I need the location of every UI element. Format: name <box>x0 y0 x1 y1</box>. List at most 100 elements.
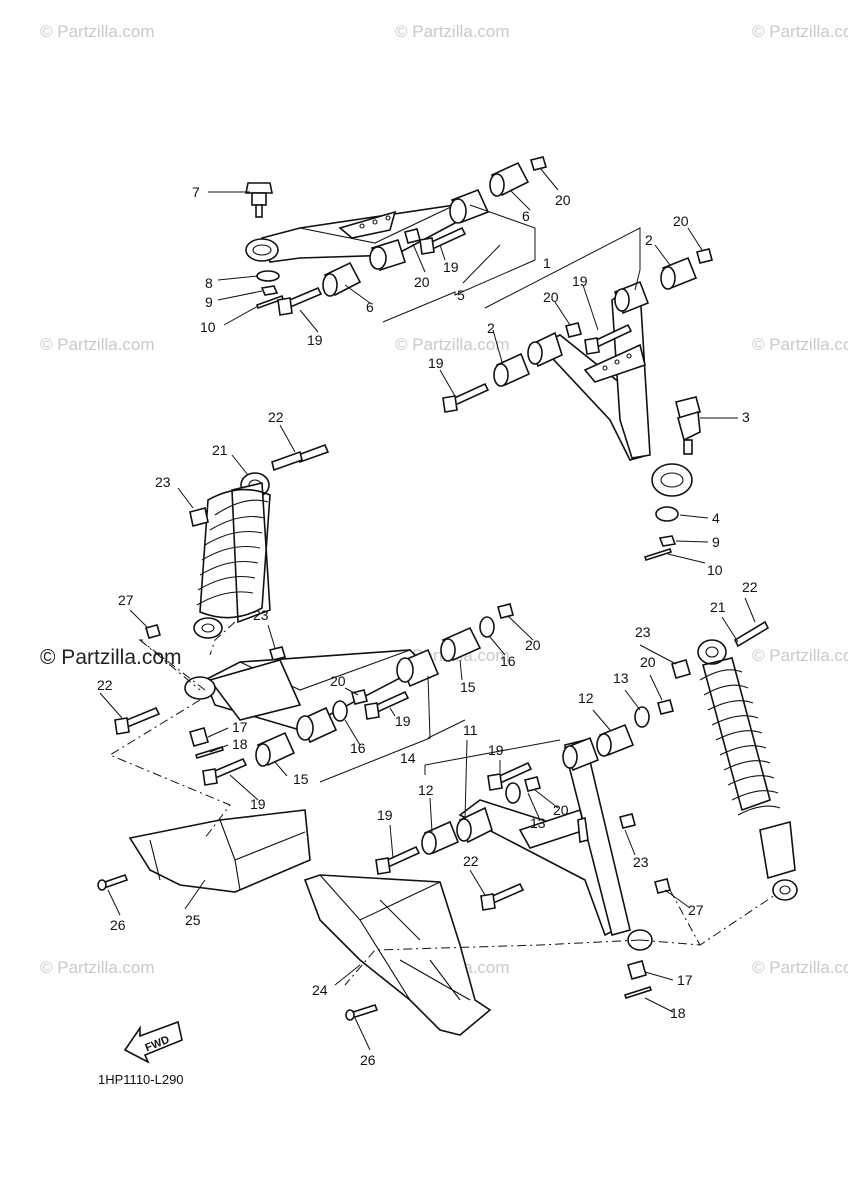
nut-23 <box>619 813 636 829</box>
callout-9: 9 <box>205 294 213 310</box>
callout-22: 22 <box>463 853 479 869</box>
fwd-arrow-icon: FWD <box>123 1020 183 1064</box>
cotter-pin-10 <box>643 547 673 562</box>
callout-7: 7 <box>192 184 200 200</box>
callout-20: 20 <box>555 192 571 208</box>
callout-26: 26 <box>110 917 126 933</box>
callout-22: 22 <box>268 409 284 425</box>
guard-24 <box>303 874 492 1036</box>
nut-20 <box>404 228 421 244</box>
nut-20 <box>565 322 582 338</box>
callout-19: 19 <box>377 807 393 823</box>
callout-20: 20 <box>525 637 541 653</box>
callout-20: 20 <box>543 289 559 305</box>
callout-10: 10 <box>200 319 216 335</box>
callout-19: 19 <box>572 273 588 289</box>
watermark: © Partzilla.com <box>752 335 848 354</box>
watermark: © Partzilla.com <box>395 335 510 354</box>
bushing-6-front <box>322 261 362 297</box>
callout-25: 25 <box>185 912 201 928</box>
callout-15: 15 <box>293 771 309 787</box>
callout-1: 1 <box>543 255 551 271</box>
callout-2: 2 <box>645 232 653 248</box>
ball-joint-lower-right <box>675 396 701 455</box>
bolt-22 <box>733 620 770 648</box>
nut-20 <box>497 603 514 619</box>
callout-23: 23 <box>635 624 651 640</box>
watermark: © Partzilla.com <box>752 646 848 665</box>
callout-3: 3 <box>742 409 750 425</box>
callout-19: 19 <box>395 713 411 729</box>
callout-2: 2 <box>487 320 495 336</box>
watermark: © Partzilla.com <box>395 22 510 41</box>
callout-15: 15 <box>460 679 476 695</box>
ball-joint-upper-left <box>245 182 273 218</box>
callout-18: 18 <box>232 736 248 752</box>
callout-23: 23 <box>155 474 171 490</box>
nut-20 <box>696 248 713 264</box>
callout-11: 11 <box>463 722 478 738</box>
nut-20 <box>524 776 541 792</box>
nut-20 <box>657 699 674 715</box>
callout-19: 19 <box>307 332 323 348</box>
bushing-15-front <box>255 731 296 767</box>
callout-6: 6 <box>366 299 374 315</box>
diagram-code: 1HP1110-L290 <box>98 1072 184 1087</box>
bushing-2-front <box>493 352 531 387</box>
callout-27: 27 <box>118 592 134 608</box>
callout-20: 20 <box>330 673 346 689</box>
leader-lines <box>99 167 756 1051</box>
watermark: © Partzilla.com <box>40 646 182 669</box>
callout-20: 20 <box>414 274 430 290</box>
callout-6: 6 <box>522 208 530 224</box>
nut-9 <box>260 285 279 296</box>
callout-19: 19 <box>250 796 266 812</box>
cotter-pin-18 <box>623 985 653 1000</box>
watermark: © Partzilla.com <box>40 335 155 354</box>
watermark: © Partzilla.com <box>752 958 848 977</box>
washer-16 <box>479 616 495 638</box>
callout-19: 19 <box>488 742 504 758</box>
callout-13: 13 <box>613 670 629 686</box>
nut-9 <box>658 535 677 547</box>
callout-18: 18 <box>670 1005 686 1021</box>
shock-absorber-left <box>193 472 271 639</box>
callout-20: 20 <box>640 654 656 670</box>
lower-arm-assembly-right <box>527 280 693 497</box>
callout-16: 16 <box>350 740 366 756</box>
callout-23: 23 <box>253 607 269 623</box>
washer-13 <box>634 706 650 728</box>
bushing-2-rear <box>660 256 698 290</box>
callout-13: 13 <box>530 815 546 831</box>
nut-23 <box>268 646 287 661</box>
nut-23 <box>189 507 209 527</box>
callout-8: 8 <box>205 275 213 291</box>
callout-20: 20 <box>673 213 689 229</box>
callout-17: 17 <box>232 719 248 735</box>
callout-23: 23 <box>633 854 649 870</box>
callout-22: 22 <box>97 677 113 693</box>
callout-9: 9 <box>712 534 720 550</box>
bushing-12-front <box>421 820 460 855</box>
washer-8 <box>256 270 280 282</box>
callout-20: 20 <box>553 802 569 818</box>
nut-17 <box>189 727 209 747</box>
callout-14: 14 <box>400 750 416 766</box>
callout-24: 24 <box>312 982 328 998</box>
callout-21: 21 <box>212 442 228 458</box>
callout-26: 26 <box>360 1052 376 1068</box>
lower-arm-assembly-left <box>184 648 440 744</box>
washer-16 <box>332 700 348 722</box>
nut-27 <box>144 624 162 639</box>
bushing-12-rear <box>596 723 635 757</box>
shock-absorber-right <box>697 639 798 901</box>
washer-4 <box>655 506 679 522</box>
callout-4: 4 <box>712 510 720 526</box>
callout-21: 21 <box>710 599 726 615</box>
callout-10: 10 <box>707 562 723 578</box>
nut-23 <box>671 659 691 679</box>
dash-lines <box>108 621 776 986</box>
callout-labels: 7 8 9 10 19 6 5 20 19 6 20 1 20 2 19 20 … <box>97 184 758 1068</box>
callout-17: 17 <box>677 972 693 988</box>
